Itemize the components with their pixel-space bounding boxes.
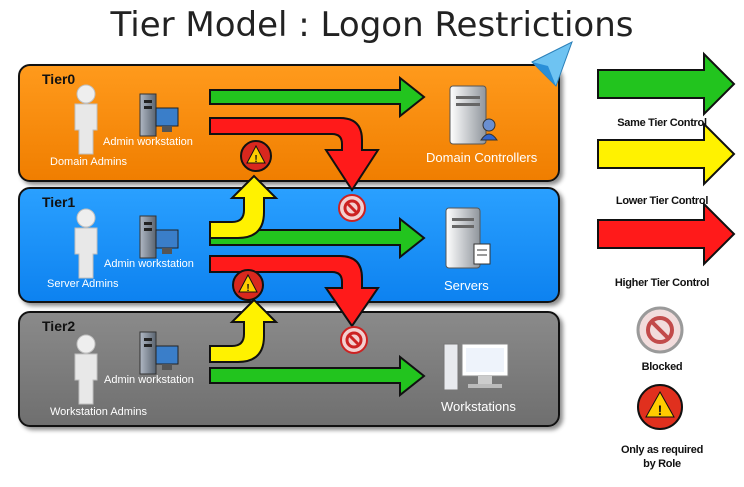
tier1-same-arrow <box>209 216 426 260</box>
legend-same-arrow <box>597 51 736 117</box>
tier2-label: Tier2 <box>42 318 76 334</box>
server-icon <box>445 207 491 269</box>
legend-warning-icon: ! <box>637 384 683 430</box>
workstation-icon <box>443 343 509 391</box>
tier1-workstation-label: Admin workstation <box>104 258 194 270</box>
tier2-lower-arrow <box>209 298 279 363</box>
admin-workstation-icon <box>139 331 179 375</box>
tier0-same-arrow <box>209 75 426 119</box>
tier1-target-label: Servers <box>444 278 489 293</box>
tier2-same-arrow <box>209 354 426 398</box>
tier0-label: Tier0 <box>42 71 76 87</box>
tier1-label: Tier1 <box>42 194 76 210</box>
domain-admins-icon <box>74 84 98 155</box>
server-admins-icon <box>74 208 98 279</box>
workstation-admins-icon <box>74 334 98 405</box>
blocked-icon <box>340 326 368 354</box>
legend-higher-label: Higher Tier Control <box>614 277 710 289</box>
svg-text:!: ! <box>246 283 249 294</box>
tier0-workstation-label: Admin workstation <box>103 136 193 148</box>
svg-text:!: ! <box>658 402 663 418</box>
blocked-icon <box>338 194 366 222</box>
admin-workstation-icon <box>139 93 179 137</box>
svg-text:!: ! <box>254 154 257 165</box>
warning-icon: ! <box>232 269 264 301</box>
legend-blocked-label: Blocked <box>641 361 683 373</box>
tier2-admin-label: Workstation Admins <box>50 406 148 418</box>
legend-role-label-2: by Role <box>643 458 681 470</box>
page-title: Tier Model : Logon Restrictions <box>110 5 634 45</box>
tier2-workstation-label: Admin workstation <box>104 374 194 386</box>
same-tier-arrows <box>209 75 426 398</box>
tier1-lower-arrow <box>209 174 279 239</box>
legend-higher-arrow <box>597 201 736 267</box>
legend-blocked-icon <box>636 306 684 354</box>
tier0-admin-label: Domain Admins <box>50 156 128 168</box>
legend-role-label-1: Only as required <box>620 444 703 456</box>
warning-icon: ! <box>240 140 272 172</box>
admin-workstation-icon <box>139 215 179 259</box>
higher-tier-arrows <box>209 117 380 328</box>
legend-same-label: Same Tier Control <box>617 117 707 129</box>
tier2-target-label: Workstations <box>441 399 516 414</box>
tier0-higher-arrow <box>209 117 380 192</box>
logo-icon <box>531 40 573 87</box>
legend-lower-label: Lower Tier Control <box>615 195 709 207</box>
tier1-admin-label: Server Admins <box>47 278 119 290</box>
legend-lower-arrow <box>597 121 736 187</box>
tier1-higher-arrow <box>209 255 380 328</box>
tier0-target-label: Domain Controllers <box>426 150 538 165</box>
lower-tier-arrows <box>209 174 279 363</box>
domain-controller-icon <box>449 85 498 145</box>
